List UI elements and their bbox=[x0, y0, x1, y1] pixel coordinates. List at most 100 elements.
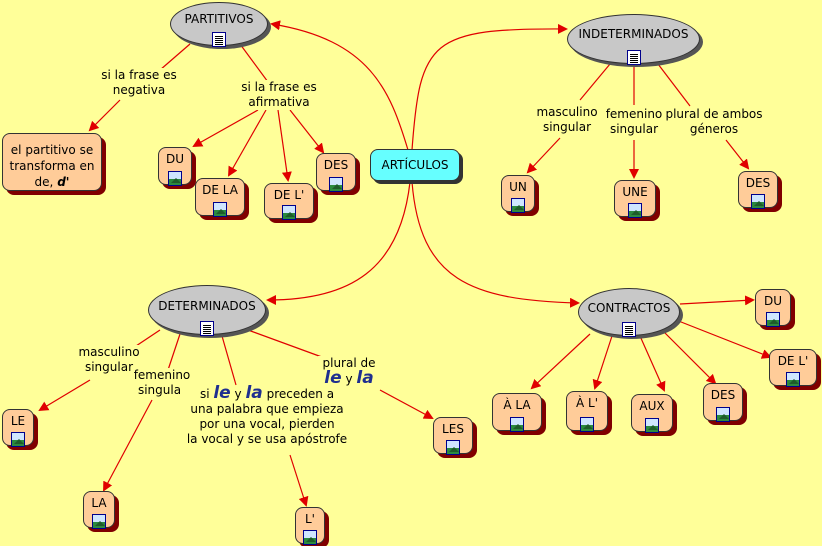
image-icon[interactable] bbox=[511, 198, 525, 213]
image-icon[interactable] bbox=[282, 205, 296, 220]
link-label-le-la-rule: si le y la preceden a una palabra que em… bbox=[180, 385, 354, 447]
concept-determinados[interactable]: DETERMINADOS bbox=[148, 285, 266, 336]
concept-label: INDETERMINADOS bbox=[578, 27, 689, 41]
link-neg-note bbox=[88, 99, 121, 132]
link-con-del bbox=[675, 319, 772, 359]
link-con-des bbox=[661, 329, 717, 385]
image-icon[interactable] bbox=[168, 171, 182, 186]
concept-label: PARTITIVOS bbox=[184, 12, 254, 26]
concept-label: L' bbox=[305, 512, 315, 526]
link-label-plural-ind: plural de ambos géneros bbox=[664, 107, 764, 137]
image-icon[interactable] bbox=[303, 530, 317, 545]
link-label-masculino-ind: masculino singular bbox=[534, 105, 600, 135]
link-afirm-del bbox=[277, 109, 292, 182]
link-articulos-partitivos bbox=[270, 20, 409, 151]
image-icon[interactable] bbox=[329, 177, 343, 192]
link-det-lela bbox=[221, 335, 237, 386]
image-icon[interactable] bbox=[766, 312, 780, 327]
concept-de-la[interactable]: DE LA bbox=[195, 178, 245, 217]
link-afirm-dela bbox=[228, 109, 267, 177]
image-icon[interactable] bbox=[786, 372, 800, 387]
link-con-aux bbox=[639, 335, 666, 392]
concept-contractos[interactable]: CONTRACTOS bbox=[578, 288, 680, 337]
concept-a-la[interactable]: À LA bbox=[492, 393, 542, 432]
link-ind-plural bbox=[657, 63, 691, 107]
document-icon[interactable] bbox=[200, 321, 214, 336]
concept-label: LES bbox=[442, 422, 464, 436]
concept-aux[interactable]: AUX bbox=[631, 394, 673, 433]
concept-l-apostrophe[interactable]: L' bbox=[295, 507, 325, 545]
concept-label: DES bbox=[710, 388, 736, 402]
note-text: el partitivo se transforma en de, bbox=[9, 143, 95, 189]
concept-label: LA bbox=[91, 496, 107, 510]
concept-label: ARTÍCULOS bbox=[381, 158, 449, 172]
concept-label: LE bbox=[10, 414, 26, 428]
concept-label: DES bbox=[745, 176, 771, 190]
concept-label: À LA bbox=[503, 398, 531, 412]
image-icon[interactable] bbox=[580, 417, 594, 432]
link-con-ala bbox=[530, 333, 591, 390]
concept-label: CONTRACTOS bbox=[587, 301, 671, 315]
concept-des-indeterminado[interactable]: DES bbox=[738, 171, 778, 209]
concept-du[interactable]: DU bbox=[158, 147, 192, 186]
link-label-plural-det: plural de le y la bbox=[318, 356, 380, 387]
image-icon[interactable] bbox=[716, 407, 730, 422]
link-partitivos-afirm bbox=[239, 43, 269, 83]
concept-partitivo-note[interactable]: el partitivo se transforma en de, d' bbox=[2, 133, 102, 191]
image-icon[interactable] bbox=[11, 432, 25, 447]
document-icon[interactable] bbox=[626, 50, 641, 65]
link-con-du bbox=[679, 295, 755, 306]
concept-label: UNE bbox=[622, 185, 648, 199]
concept-du-contracto[interactable]: DU bbox=[755, 289, 791, 327]
image-icon[interactable] bbox=[213, 202, 227, 217]
concept-le[interactable]: LE bbox=[2, 409, 34, 447]
link-det-plural bbox=[247, 329, 331, 361]
link-plural-les bbox=[379, 389, 434, 419]
link-label-afirmativa: si la frase es afirmativa bbox=[236, 80, 322, 110]
link-fem-la bbox=[103, 399, 153, 492]
concept-label: UN bbox=[509, 180, 527, 194]
link-con-al bbox=[592, 335, 613, 390]
concept-une[interactable]: UNE bbox=[614, 180, 656, 218]
link-masc-le bbox=[38, 379, 91, 412]
image-icon[interactable] bbox=[92, 514, 106, 529]
concept-label: DETERMINADOS bbox=[158, 299, 256, 313]
concept-la[interactable]: LA bbox=[83, 491, 115, 529]
link-label-masculino-det: masculino singular bbox=[76, 345, 142, 375]
image-icon[interactable] bbox=[446, 440, 460, 455]
link-articulos-contractos bbox=[411, 181, 580, 308]
link-label-femenino-ind: femenino singular bbox=[604, 107, 664, 137]
link-afirm-des bbox=[289, 109, 325, 154]
link-afirm-du bbox=[192, 109, 259, 147]
concept-des-partitivo[interactable]: DES bbox=[316, 153, 356, 192]
link-plural-des bbox=[725, 139, 750, 170]
concept-articulos[interactable]: ARTÍCULOS bbox=[370, 149, 460, 181]
link-lela-l bbox=[289, 454, 309, 507]
image-icon[interactable] bbox=[645, 418, 659, 433]
document-icon[interactable] bbox=[212, 32, 226, 47]
concept-de-l[interactable]: DE L' bbox=[264, 183, 314, 220]
link-articulos-determinados bbox=[266, 181, 411, 305]
concept-a-l[interactable]: À L' bbox=[566, 391, 608, 432]
document-icon[interactable] bbox=[622, 322, 636, 337]
image-icon[interactable] bbox=[628, 203, 642, 218]
concept-des-contracto[interactable]: DES bbox=[703, 383, 743, 422]
concept-un[interactable]: UN bbox=[501, 175, 535, 213]
concept-label: DE LA bbox=[202, 183, 238, 197]
link-masc-un bbox=[526, 137, 561, 174]
concept-label: DU bbox=[165, 152, 185, 166]
link-det-fem bbox=[167, 333, 181, 371]
concept-les[interactable]: LES bbox=[433, 417, 473, 455]
note-emphasis: d' bbox=[57, 175, 70, 189]
link-partitivos-neg bbox=[159, 43, 191, 71]
concept-label: DE L' bbox=[777, 354, 809, 368]
concept-de-l-contracto[interactable]: DE L' bbox=[769, 349, 817, 387]
concept-label: DU bbox=[763, 294, 783, 308]
link-ind-masc bbox=[579, 63, 611, 101]
image-icon[interactable] bbox=[510, 417, 524, 432]
image-icon[interactable] bbox=[751, 194, 765, 209]
concept-label: DES bbox=[323, 158, 349, 172]
concept-partitivos[interactable]: PARTITIVOS bbox=[170, 2, 268, 47]
concept-label: À L' bbox=[575, 396, 598, 410]
concept-indeterminados[interactable]: INDETERMINADOS bbox=[567, 14, 700, 65]
